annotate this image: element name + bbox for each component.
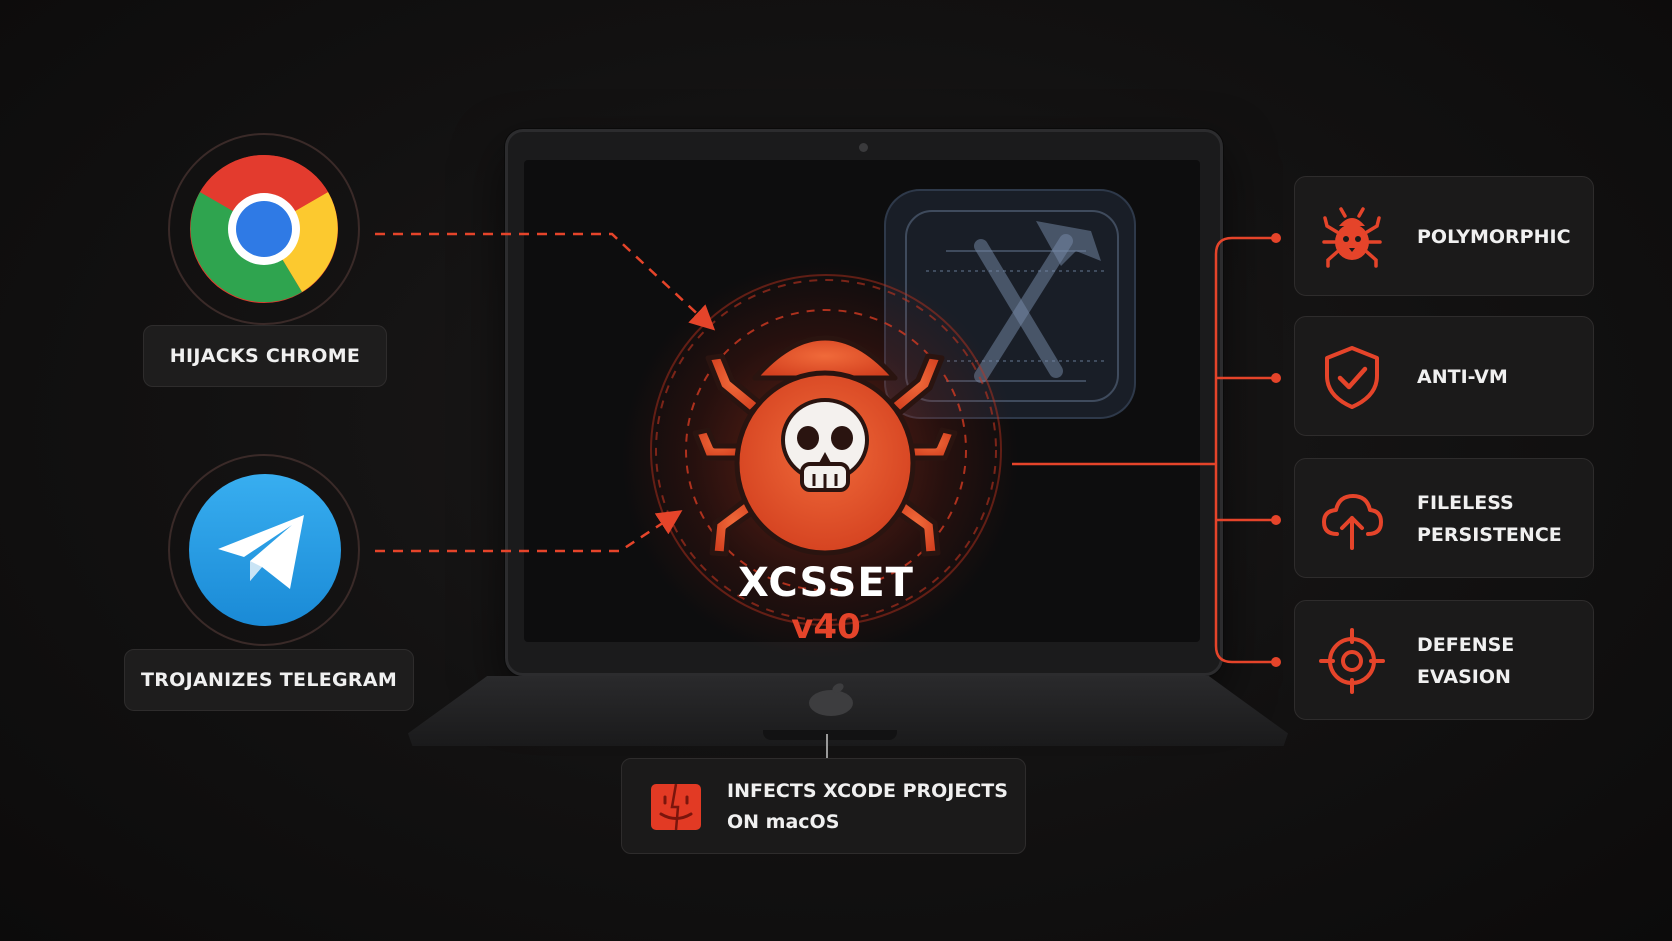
cloud-upload-icon xyxy=(1322,494,1383,550)
telegram-icon xyxy=(189,474,341,626)
malware-bug-icon xyxy=(692,335,958,557)
feature-card-anti-vm: ANTI-VM xyxy=(1294,316,1594,436)
shield-check-icon xyxy=(1325,346,1379,409)
bottom-label-line: INFECTS XCODE PROJECTS xyxy=(727,780,1008,802)
bottom-label-line: ON macOS xyxy=(727,811,840,833)
feature-label: FILELESS xyxy=(1417,492,1514,514)
bug-icon xyxy=(1322,207,1382,268)
laptop-camera xyxy=(859,143,868,152)
xcode-app-icon xyxy=(884,189,1136,419)
finder-icon xyxy=(651,783,701,831)
feature-label: EVASION xyxy=(1417,666,1511,688)
laptop-base-notch xyxy=(763,730,897,740)
hijacks-chrome-label: HIJACKS CHROME xyxy=(143,325,387,387)
malware-title: XCSSET xyxy=(738,560,914,606)
feature-label: PERSISTENCE xyxy=(1417,524,1562,546)
chrome-icon xyxy=(190,155,338,303)
feature-label: ANTI-VM xyxy=(1417,366,1508,388)
trojanizes-telegram-label: TROJANIZES TELEGRAM xyxy=(124,649,414,711)
crosshair-icon xyxy=(1319,628,1385,694)
feature-label: POLYMORPHIC xyxy=(1417,226,1571,248)
feature-card-polymorphic: POLYMORPHIC xyxy=(1294,176,1594,296)
infects-xcode-box: INFECTS XCODE PROJECTS ON macOS xyxy=(621,758,1026,854)
feature-card-defense-evasion: DEFENSE EVASION xyxy=(1294,600,1594,720)
feature-label: DEFENSE xyxy=(1417,634,1515,656)
feature-card-fileless-persistence: FILELESS PERSISTENCE xyxy=(1294,458,1594,578)
malware-version: v40 xyxy=(791,607,861,647)
